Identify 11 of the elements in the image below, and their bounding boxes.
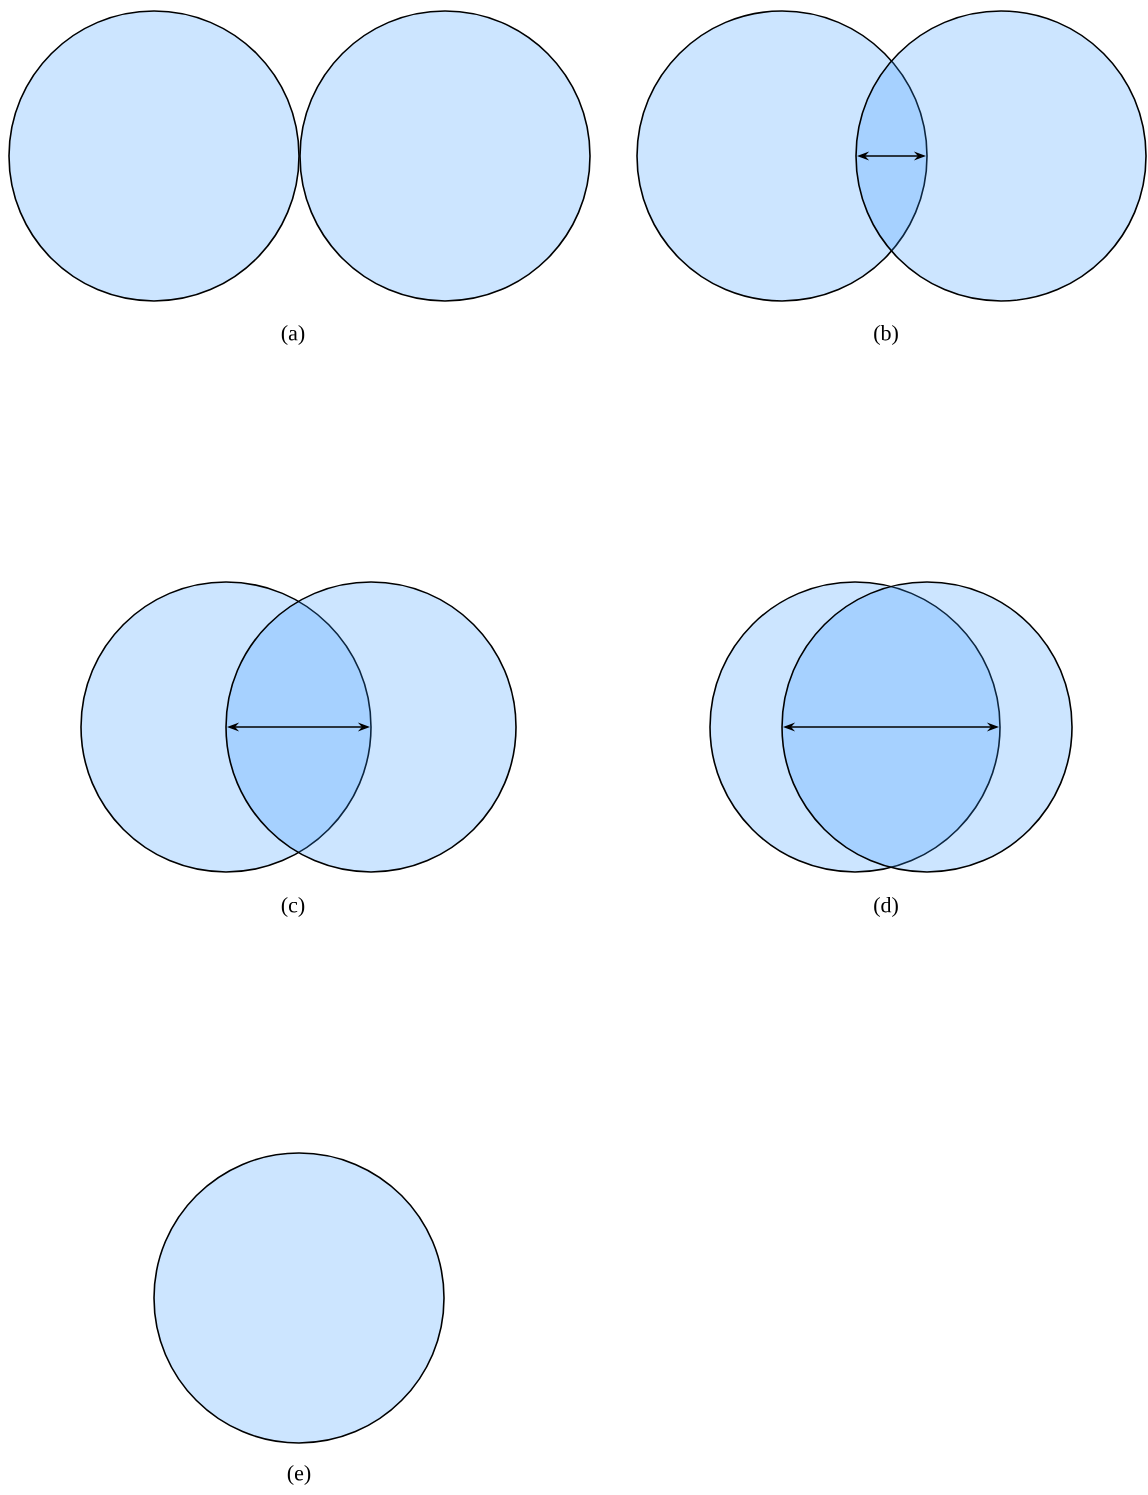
panel-label: (c) xyxy=(281,897,305,917)
circle xyxy=(855,10,1147,302)
circle xyxy=(225,581,517,873)
circle xyxy=(299,10,591,302)
circle xyxy=(781,581,1073,873)
panel-label: (e) xyxy=(287,1465,311,1485)
panel-label: (d) xyxy=(874,897,898,917)
circle xyxy=(153,1152,445,1444)
circle xyxy=(8,10,300,302)
panel-label: (a) xyxy=(281,325,305,345)
panel-label: (b) xyxy=(874,325,898,345)
